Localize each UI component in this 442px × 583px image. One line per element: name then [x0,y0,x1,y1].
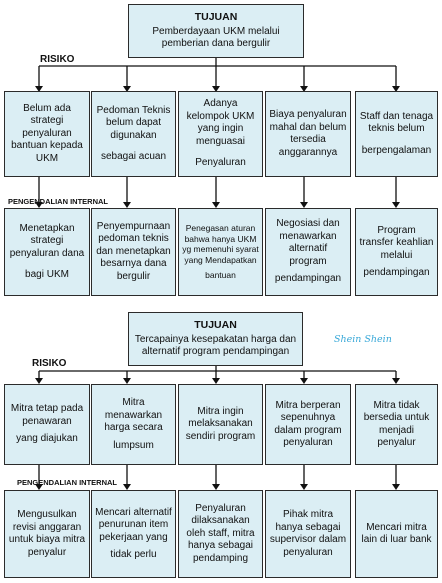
control-box: Menetapkan strategi penyaluran dana bagi… [4,208,90,296]
control-text: Penegasan aturan bahwa hanya UKM yg meme… [182,222,259,265]
risk-box: Mitra menawarkan harga secara lumpsum [91,384,176,465]
goal-box-1: TUJUAN Pemberdayaan UKM melalui pemberia… [128,4,304,58]
risk-box: Belum ada strategi penyaluran bantuan ke… [4,91,90,177]
risk-box: Adanya kelompok UKM yang ingin menguasai… [178,91,263,177]
risk-box: Mitra tetap pada penawaran yang diajukan [4,384,90,465]
risk-text-cont: lumpsum [113,439,154,451]
control-label: PENGENDALIAN INTERNAL [17,478,118,487]
control-text: Mencari alternatif penurunan item pekerj… [95,506,172,543]
risk-text-cont: yang diajukan [16,433,78,445]
control-text-cont: pendampingan [363,267,430,278]
control-text: Penyaluran dilaksanakan oleh staff, mitr… [186,502,255,564]
risk-box: Mitra berperan sepenuhnya dalam program … [265,384,351,465]
control-box: Penyaluran dilaksanakan oleh staff, mitr… [178,490,263,578]
control-text-cont: tidak perlu [110,549,157,560]
control-text: Mengusulkan revisi anggaran untuk biaya … [8,509,86,558]
risk-text: Biaya penyaluran mahal dan belum tersedi… [269,109,347,158]
risk-label: RISIKO [40,54,75,65]
risk-text-cont: Penyaluran [195,157,246,169]
control-text: Penyempurnaan pedoman teknis dan menetap… [96,220,171,282]
control-text-cont: pendampingan [274,273,342,285]
risk-text: Belum ada strategi penyaluran bantuan ke… [11,102,83,164]
goal-title: TUJUAN [194,319,237,332]
goal-title: TUJUAN [194,11,238,24]
risk-text: Mitra berperan sepenuhnya dalam program … [274,399,342,449]
risk-label: RISIKO [32,358,67,369]
control-box: Program transfer keahlian melalui pendam… [355,208,438,296]
risk-text: Adanya kelompok UKM yang ingin menguasai [186,98,255,147]
goal-box-2: TUJUAN Tercapainya kesepakatan harga dan… [128,312,303,366]
control-box: Mengusulkan revisi anggaran untuk biaya … [4,490,90,578]
goal-text: Pemberdayaan UKM melalui pemberian dana … [152,25,280,50]
control-box: Negosiasi dan menawarkan alternatif prog… [265,208,351,296]
risk-text: Staff dan tenaga teknis belum [359,110,434,135]
risk-box: Mitra ingin melaksanakan sendiri program [178,384,263,465]
risk-box: Pedoman Teknis belum dapat digunakan seb… [91,91,176,177]
control-label: PENGENDALIAN INTERNAL [8,197,109,206]
risk-text-cont: berpengalaman [361,144,432,156]
goal-text: Tercapainya kesepakatan harga dan altern… [134,333,297,358]
control-text-cont: bantuan [205,270,236,281]
risk-text: Mitra menawarkan harga secara [104,397,163,433]
signature: Shein Shein [334,334,392,345]
risk-text: Mitra ingin melaksanakan sendiri program [185,405,256,442]
control-text: Program transfer keahlian melalui [359,224,434,261]
control-box: Penegasan aturan bahwa hanya UKM yg meme… [178,208,263,296]
control-box: Penyempurnaan pedoman teknis dan menetap… [91,208,176,296]
control-box: Mencari alternatif penurunan item pekerj… [91,490,176,578]
risk-text: Pedoman Teknis belum dapat digunakan [96,104,171,141]
control-box: Pihak mitra hanya sebagai supervisor dal… [265,490,351,578]
risk-text: Mitra tidak bersedia untuk menjadi penya… [363,399,430,449]
control-text: Negosiasi dan menawarkan alternatif prog… [276,218,340,267]
control-text: Menetapkan strategi penyaluran dana [9,222,85,259]
control-text: Mencari mitra lain di luar bank [361,521,432,546]
control-text-cont: bagi UKM [25,269,69,280]
control-box: Mencari mitra lain di luar bank [355,490,438,578]
control-text: Pihak mitra hanya sebagai supervisor dal… [269,509,347,558]
risk-box: Mitra tidak bersedia untuk menjadi penya… [355,384,438,465]
risk-text-cont: sebagai acuan [100,151,167,162]
risk-box: Biaya penyaluran mahal dan belum tersedi… [265,91,351,177]
risk-box: Staff dan tenaga teknis belum berpengala… [355,91,438,177]
risk-text: Mitra tetap pada penawaran [10,403,84,427]
